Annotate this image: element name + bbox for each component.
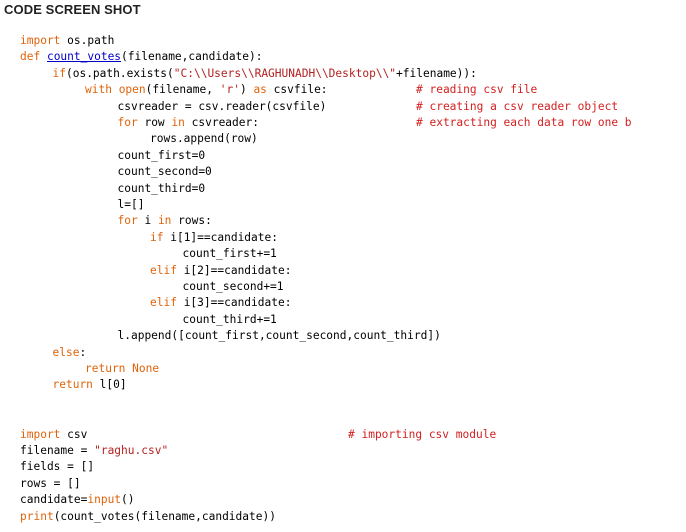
code-line: with open(filename, 'r') as csvfile: (85, 82, 328, 98)
code-line: rows = [] (20, 476, 81, 492)
code-comment: # importing csv module (348, 427, 497, 441)
code-token: i[2]==candidate: (183, 263, 292, 277)
code-token: count_second=0 (117, 165, 212, 179)
code-line: candidate=input() (20, 492, 135, 508)
code-line: count_third+=1 (183, 312, 277, 328)
code-line: return None (85, 361, 159, 377)
code-token: csvfile: (273, 83, 328, 97)
code-token: (filename,candidate): (121, 50, 263, 64)
code-token: csvreader = csv.reader(csvfile) (117, 99, 327, 113)
code-line: elif i[3]==candidate: (150, 295, 291, 311)
code-token: i[1]==candidate: (170, 230, 278, 244)
code-token: rows: (178, 214, 212, 228)
code-token: return (52, 378, 100, 392)
code-token: for (117, 116, 145, 129)
code-token: import (20, 427, 68, 441)
code-line: if i[1]==candidate: (150, 230, 278, 246)
code-line: l.append([count_first,count_second,count… (118, 328, 441, 344)
code-line: l=[] (118, 197, 145, 213)
code-line: count_first+=1 (183, 246, 277, 262)
code-line: csvreader = csv.reader(csvfile) (118, 99, 327, 115)
code-token: ) (239, 83, 254, 97)
code-token: rows = [] (20, 476, 81, 490)
code-token: "raghu.csv" (94, 444, 169, 457)
code-line: rows.append(row) (150, 131, 258, 147)
code-line: for i in rows: (118, 213, 212, 229)
code-token: count_first+=1 (182, 247, 277, 261)
code-token: (os.path.exists( (65, 66, 174, 80)
code-line: import os.path (20, 33, 114, 49)
code-token: l[0] (99, 378, 127, 392)
code-token: with (85, 83, 119, 97)
code-token: count_third=0 (117, 181, 206, 195)
code-token: for (117, 214, 145, 228)
code-line: if(os.path.exists("C:\\Users\\RAGHUNADH\… (53, 66, 477, 82)
code-token: candidate= (20, 493, 88, 507)
code-token: if (150, 230, 171, 244)
code-token: elif (150, 296, 184, 310)
code-token: csvreader: (191, 116, 259, 129)
code-token: import (20, 34, 68, 47)
code-token: os.path (67, 34, 115, 47)
code-token: as (253, 83, 274, 97)
code-line: count_second=0 (118, 164, 212, 180)
code-line: for row in csvreader: (118, 115, 259, 131)
code-comment: # reading csv file (416, 83, 538, 97)
code-token: (filename, (145, 83, 220, 97)
code-token: (count_votes(filename,candidate)) (53, 509, 276, 523)
code-token: elif (150, 263, 184, 277)
code-line: print(count_votes(filename,candidate)) (20, 509, 276, 525)
code-line: elif i[2]==candidate: (150, 263, 291, 279)
code-token: None (132, 362, 160, 375)
code-token: count_first=0 (117, 148, 206, 162)
code-line: count_third=0 (118, 181, 206, 197)
code-comment: # extracting each data row one b (416, 116, 632, 129)
code-token: in (171, 116, 192, 129)
code-token: else (52, 345, 80, 359)
code-line: import csv (20, 427, 87, 443)
code-token: () (121, 493, 135, 507)
code-token: open (118, 83, 146, 97)
code-token: "C:\\Users\\RAGHUNADH\\Desktop\\" (173, 66, 397, 80)
code-token: l.append([count_first,count_second,count… (117, 329, 441, 343)
code-token: in (157, 214, 179, 228)
code-line: fields = [] (20, 459, 94, 475)
code-line: filename = "raghu.csv" (20, 443, 168, 459)
code-token: count_votes (46, 50, 122, 64)
code-token: fields = [] (20, 460, 95, 474)
code-token: count_third+=1 (182, 312, 277, 326)
code-token: : (79, 345, 87, 359)
code-line: count_first=0 (118, 148, 206, 164)
code-comment: # creating a csv reader object (416, 99, 619, 113)
code-token: return (85, 362, 133, 375)
code-token: l=[] (117, 198, 145, 211)
code-line: def count_votes(filename,candidate): (20, 49, 263, 65)
code-line: else: (53, 345, 87, 361)
code-token: row (144, 116, 172, 129)
page-heading: CODE SCREEN SHOT (4, 2, 141, 17)
code-token: def (20, 50, 47, 64)
code-token: rows.append(row) (150, 132, 258, 146)
code-token: input (87, 493, 122, 507)
code-token: i[3]==candidate: (183, 296, 292, 310)
code-token: if (52, 66, 66, 80)
code-line: return l[0] (53, 377, 127, 393)
code-token: i (144, 214, 158, 228)
code-token: filename = (20, 444, 95, 457)
code-token: 'r' (219, 83, 240, 97)
code-token: +filename)): (396, 66, 477, 80)
code-token: print (20, 509, 54, 523)
code-token: count_second+=1 (182, 280, 284, 293)
code-line: count_second+=1 (183, 279, 284, 295)
code-token: csv (67, 427, 88, 441)
